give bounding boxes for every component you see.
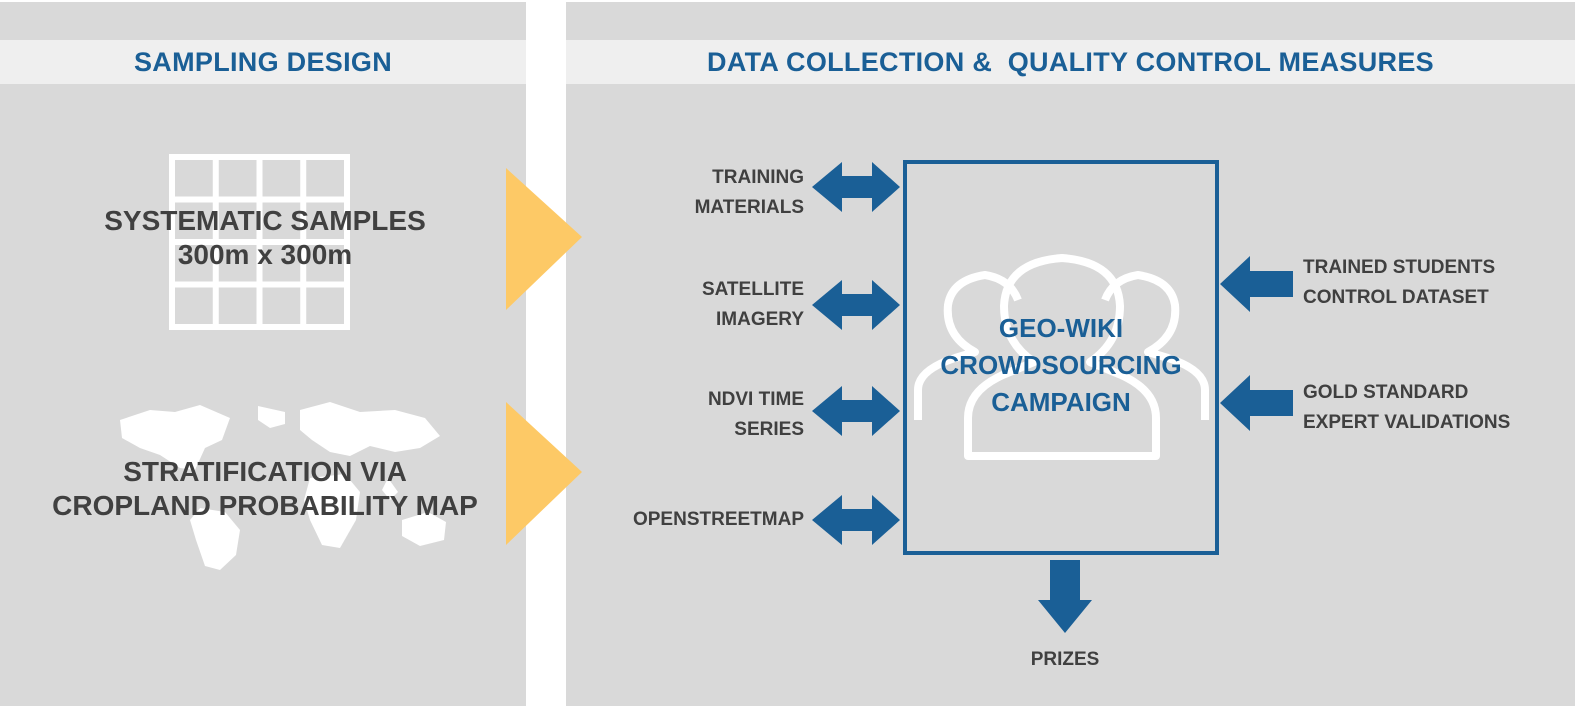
control-label-gold-standard: GOLD STANDARD EXPERT VALIDATIONS	[1303, 378, 1510, 438]
input-label-satellite: SATELLITE IMAGERY	[702, 275, 804, 335]
crowd-icon	[914, 254, 1209, 460]
ndvi-line1: NDVI TIME	[707, 389, 804, 410]
input-label-ndvi: NDVI TIME SERIES	[708, 385, 804, 445]
gold-standard-line2: EXPERT VALIDATIONS	[1303, 412, 1511, 433]
training-line2: MATERIALS	[694, 197, 804, 218]
double-arrow-ndvi	[812, 386, 900, 436]
prizes-label: PRIZES	[1030, 649, 1100, 670]
arrow-gold-standard	[1220, 375, 1293, 431]
campaign-title-line2: CROWDSOURCING	[940, 350, 1182, 380]
stratification-line2: CROPLAND PROBABILITY MAP	[52, 490, 478, 522]
gold-standard-line1: GOLD STANDARD	[1303, 382, 1469, 403]
systematic-samples-label: SYSTEMATIC SAMPLES 300m x 300m	[60, 204, 470, 272]
campaign-title: GEO-WIKI CROWDSOURCING CAMPAIGN	[905, 310, 1217, 421]
arrow-prizes	[1038, 560, 1092, 633]
double-arrow-satellite	[812, 280, 900, 330]
training-line1: TRAINING	[712, 167, 804, 188]
control-label-trained-students: TRAINED STUDENTS CONTROL DATASET	[1303, 253, 1495, 313]
systematic-line1: SYSTEMATIC SAMPLES	[104, 205, 426, 236]
trained-students-line2: CONTROL DATASET	[1303, 287, 1489, 308]
data-collection-title: DATA COLLECTION & QUALITY CONTROL MEASUR…	[707, 46, 1434, 77]
data-collection-header: DATA COLLECTION & QUALITY CONTROL MEASUR…	[566, 40, 1575, 84]
campaign-title-line3: CAMPAIGN	[991, 387, 1131, 417]
input-label-training: TRAINING MATERIALS	[695, 163, 804, 223]
sampling-design-panel: SAMPLING DESIGN	[0, 2, 526, 706]
satellite-line1: SATELLITE	[701, 279, 804, 300]
sampling-design-header: SAMPLING DESIGN	[0, 40, 526, 84]
grid-icon	[169, 154, 350, 330]
systematic-line2: 300m x 300m	[177, 239, 353, 271]
sampling-design-title: SAMPLING DESIGN	[133, 46, 393, 77]
input-label-openstreetmap: OPENSTREETMAP	[633, 505, 804, 535]
world-map-icon	[120, 402, 446, 570]
arrow-trained-students	[1220, 256, 1293, 312]
campaign-box	[903, 160, 1219, 555]
stratification-label: STRATIFICATION VIA CROPLAND PROBABILITY …	[20, 455, 510, 523]
stratification-line1: STRATIFICATION VIA	[123, 456, 407, 487]
double-arrow-training	[812, 162, 900, 212]
campaign-title-line1: GEO-WIKI	[998, 313, 1124, 343]
openstreetmap-line1: OPENSTREETMAP	[632, 509, 804, 530]
flow-arrow-systematic	[506, 168, 582, 310]
double-arrow-openstreetmap	[812, 495, 900, 545]
data-collection-panel: DATA COLLECTION & QUALITY CONTROL MEASUR…	[566, 2, 1575, 706]
flow-arrow-stratification	[506, 402, 582, 545]
ndvi-line2: SERIES	[734, 419, 804, 440]
trained-students-line1: TRAINED STUDENTS	[1303, 257, 1496, 278]
satellite-line2: IMAGERY	[716, 309, 804, 330]
